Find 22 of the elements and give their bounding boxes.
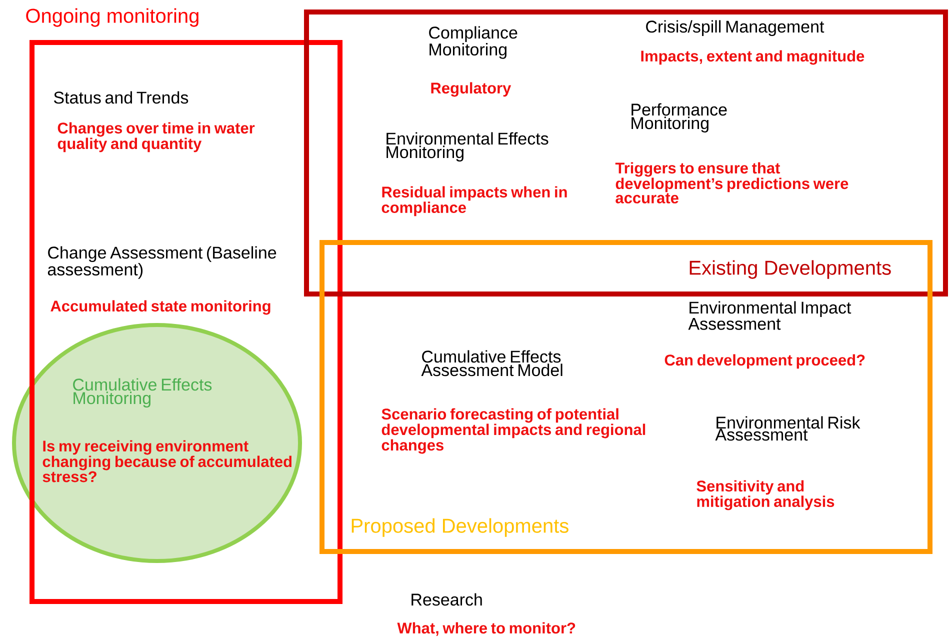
heading-text: Crisis/spill Management xyxy=(646,20,824,36)
heading-text: Environmental Effects Monitoring xyxy=(386,132,548,162)
heading-text: Compliance Monitoring xyxy=(429,26,518,59)
description-text: What, where to monitor? xyxy=(397,622,576,636)
description-text: Triggers to ensure that development’s predictions were accurate xyxy=(615,162,848,204)
description-text: Can development proceed? xyxy=(664,354,865,369)
description-text: Sensitivity and mitigation analysis xyxy=(696,480,834,510)
description-text: Changes over time in water quality and quantity xyxy=(58,122,255,152)
heading-text: Environmental Risk Assessment xyxy=(715,416,860,441)
heading-text: Status and Trends xyxy=(54,91,188,104)
circle-region: Cumulative Effects Monitoring Is my receiving environment changing because of accumulated stress? xyxy=(12,323,302,563)
description-text: Residual impacts when in compliance xyxy=(382,186,567,216)
heading-text: Environmental Impact Assessment xyxy=(688,301,852,330)
heading-text: Change Assessment (Baseline assessment) xyxy=(48,246,276,279)
description-text: Scenario forecasting of potential developmental impacts and regional changes xyxy=(382,408,646,454)
heading-text: Research xyxy=(412,593,482,606)
description-text: Accumulated state monitoring xyxy=(50,300,270,315)
node-label: Ongoing monitoring xyxy=(26,8,198,27)
description-text: Impacts, extent and magnitude xyxy=(641,50,864,65)
description-text: Regulatory xyxy=(431,82,512,97)
heading-text: Cumulative Effects Assessment Model xyxy=(421,350,562,376)
heading-text: Performance Monitoring xyxy=(632,103,727,132)
